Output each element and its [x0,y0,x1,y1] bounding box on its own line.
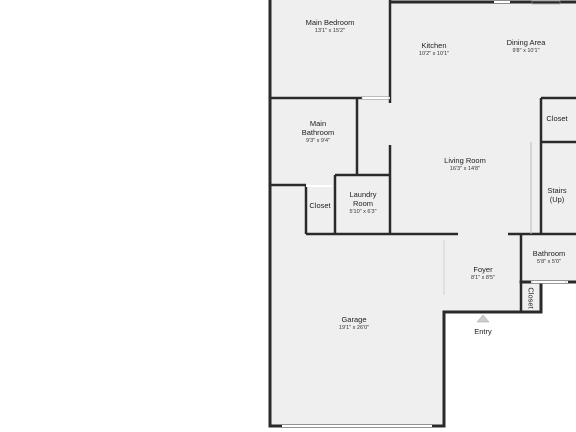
room-closet-left: Closet [309,201,331,210]
room-garage: Garage 19'1" x 26'0" [339,315,369,332]
room-name-line2: Room [352,199,374,208]
room-dimensions: 5'8" x 5'0" [536,259,562,265]
room-dimensions: 9'8" x 10'1" [512,48,540,54]
room-living-room: Living Room 16'3" x 14'8" [444,156,486,173]
room-main-bedroom: Main Bedroom 13'1" x 15'2" [306,18,355,35]
room-name: Main Bedroom [305,18,355,27]
floor-area [270,0,576,426]
room-bathroom: Bathroom 5'8" x 5'0" [533,249,566,266]
room-name-line2: Bathroom [301,128,335,137]
room-closet-top-right: Closet [546,114,568,123]
room-name: Kitchen [421,41,447,50]
room-name: Living Room [444,156,486,165]
room-name-line1: Laundry [349,190,377,199]
room-name: Dining Area [506,38,546,47]
room-name-line2: (Up) [549,195,565,204]
entry-arrow-icon [476,314,490,323]
room-closet-foyer: Closet [526,287,536,309]
room-kitchen: Kitchen 10'2" x 10'1" [419,41,449,58]
room-dimensions: 8'1" x 8'5" [470,275,496,281]
room-dimensions: 19'1" x 26'0" [338,325,370,331]
window-frames [282,0,567,425]
room-laundry-room: Laundry Room 5'10" x 6'3" [349,190,376,216]
room-dining-area: Dining Area 9'8" x 10'1" [507,38,546,55]
entry-label: Entry [474,327,492,336]
room-name: Garage [341,315,367,324]
room-dimensions: 9'3" x 9'4" [305,138,331,144]
room-dimensions: 13'1" x 15'2" [314,28,346,34]
room-foyer: Foyer 8'1" x 8'5" [471,265,495,282]
room-name: Bathroom [532,249,566,258]
room-dimensions: 10'2" x 10'1" [418,51,450,57]
room-main-bathroom: Main Bathroom 9'3" x 9'4" [302,119,335,145]
room-dimensions: 5'10" x 6'3" [349,209,377,215]
room-name-line1: Main [309,119,327,128]
interior-walls [270,0,576,312]
room-name: Foyer [473,265,493,274]
room-stairs: Stairs (Up) [547,186,566,204]
room-dimensions: 16'3" x 14'8" [449,166,481,172]
room-name-line1: Stairs [547,186,567,195]
